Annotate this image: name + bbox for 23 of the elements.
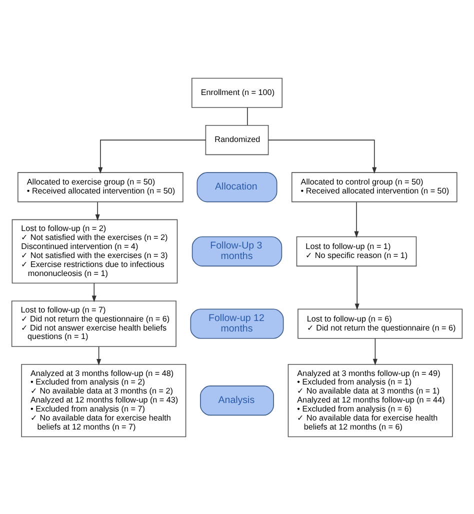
node-box: Lost to follow-up (n = 6) ✓ Did not return the questionnaire (n = 6) <box>298 308 463 338</box>
node-box: Follow-Up 3 months <box>192 236 282 266</box>
node-box: Analyzed at 3 months follow-up (n = 49) • Excluded from analysis (n = 1) ✓ No available data at 3 months (n = 1) Analyzed at 12 months follow-up (n = 44) • Excluded from analysis (n = 6) ✓ No available data for exercise health beliefs at 12 months (n = 6) <box>288 364 453 437</box>
arrow <box>268 139 377 174</box>
arrow <box>372 338 378 365</box>
arrow <box>354 265 360 310</box>
arrow <box>96 346 102 366</box>
node-box: Enrollment (n = 100) <box>191 77 283 108</box>
node-box: Lost to follow-up (n = 7) ✓ Did not return the questionnaire (n = 6) ✓ Did not answer exercise health beliefs questions (n = 1) <box>11 300 176 346</box>
connector <box>247 106 248 126</box>
node-box: Follow-up 12 months <box>190 308 284 338</box>
arrow <box>92 282 96 302</box>
node-box: Lost to follow-up (n = 2) ✓ Not satisfied with the exercises (n = 2) Discontinued intervention (n = 4) ✓ Not satisfied with the exercises (n = 3) ✓ Exercise restrictions due to infectious mononucleosis (n = 1) <box>12 218 178 284</box>
node-box: Analysis <box>200 385 274 416</box>
arrow <box>354 201 359 238</box>
node-box: Allocation <box>196 172 278 202</box>
arrow <box>98 139 206 174</box>
node-box: Randomized <box>205 124 269 155</box>
node-box: Allocated to control group (n = 50) • Received allocated intervention (n = 50) <box>291 172 458 202</box>
node-box: Allocated to exercise group (n = 50) • Received allocated intervention (n = 50) <box>18 172 184 202</box>
node-box: Lost to follow-up (n = 1) ✓ No specific reason (n = 1) <box>296 236 417 266</box>
node-box: Analyzed at 3 months follow-up (n = 48) • Excluded from analysis (n = 2) ✓ No available data at 3 months (n = 2) Analyzed at 12 months follow-up (n = 43) • Excluded from analysis (n = 7) ✓ No available data for exercise health beliefs at 12 months (n = 7) <box>21 364 186 437</box>
arrow <box>95 201 100 220</box>
